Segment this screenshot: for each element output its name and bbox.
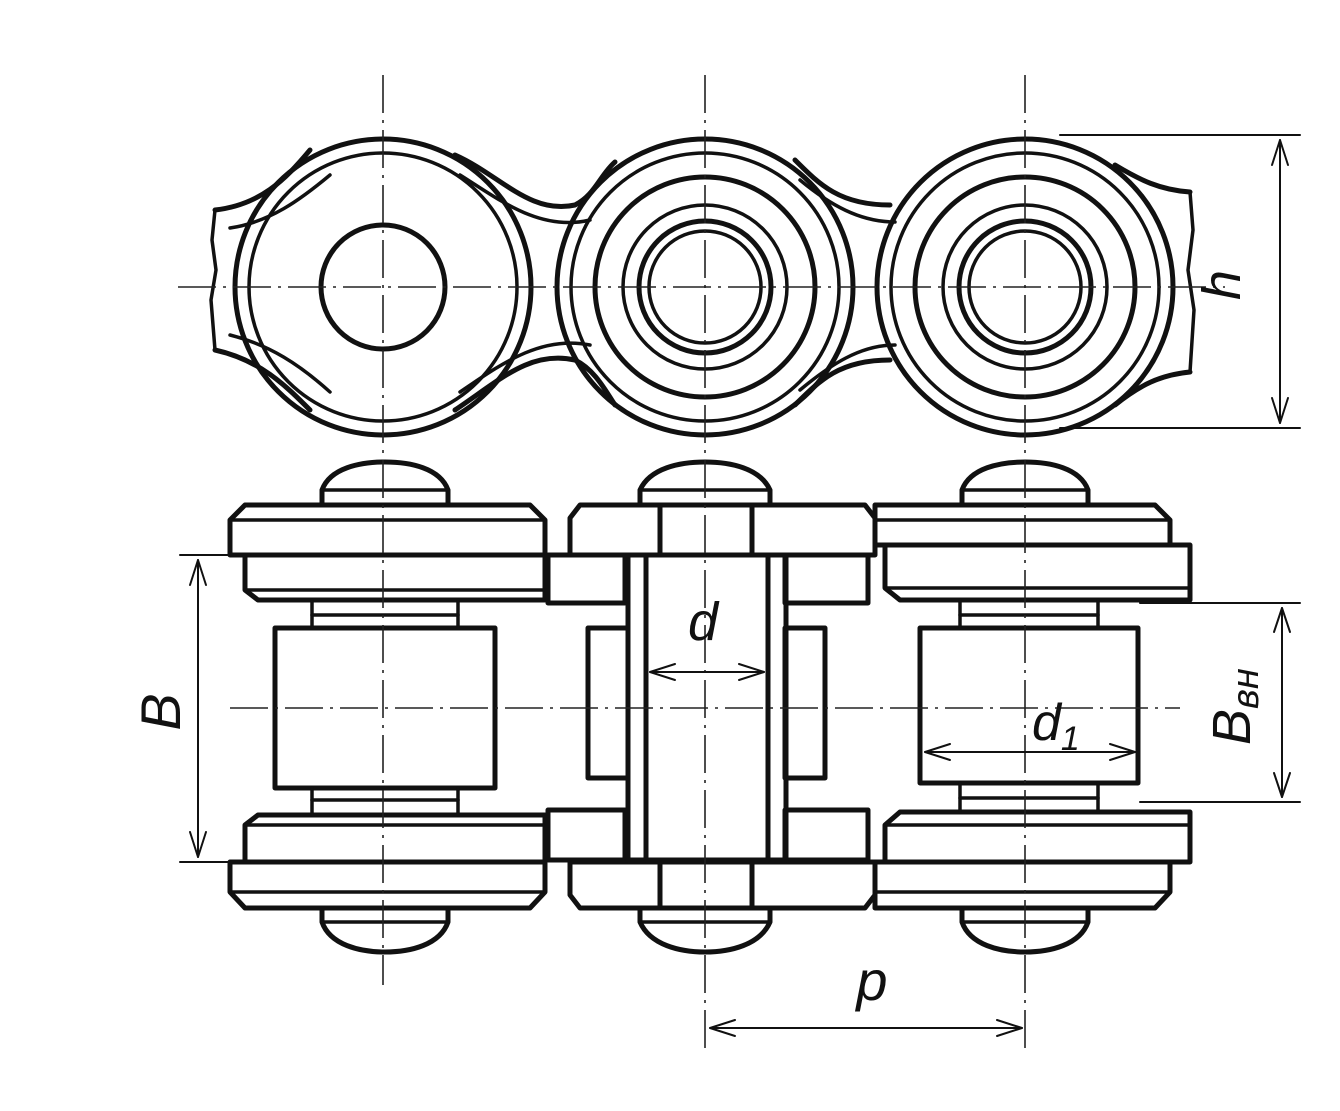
label-h: h <box>1192 270 1252 300</box>
label-p: p <box>854 949 887 1012</box>
label-d1: d1 <box>1032 694 1080 758</box>
left-inner-plate-top <box>242 552 548 603</box>
right-inner-plate-top <box>882 542 1193 603</box>
dimensions <box>179 134 1301 1037</box>
pin-head-left-top <box>319 459 451 508</box>
left-break-edge <box>209 208 218 352</box>
right-roller <box>917 625 1141 786</box>
middle-outer-plate-bottom-right <box>749 859 878 911</box>
left-inner-plate-bottom <box>242 812 548 865</box>
label-d: d <box>688 592 720 652</box>
left-outer-plate-bottom <box>227 859 548 911</box>
pin-head-left-bottom <box>319 905 451 955</box>
pin-head-middle-bottom <box>637 905 773 955</box>
label-Bvn: Bвн <box>1202 668 1267 745</box>
middle-inner-plate-bottom-right <box>782 807 871 863</box>
right-outer-plate-bottom <box>872 859 1173 911</box>
right-outer-plate-top <box>872 502 1173 548</box>
middle-inner-plate-top-left <box>545 552 628 606</box>
middle-outer-plate-bottom-left <box>567 859 663 911</box>
left-outer-plate-top <box>227 502 548 558</box>
link-plate-inner-bottom <box>228 333 897 394</box>
right-inner-plate-bottom <box>882 809 1193 865</box>
side-view <box>178 136 1225 438</box>
pin-head-right-bottom <box>959 905 1091 955</box>
middle-outer-plate-top-left <box>567 502 663 558</box>
plan-view <box>227 459 1193 955</box>
link-plate-outline-bottom <box>212 347 1193 413</box>
label-B: B <box>129 693 192 730</box>
middle-inner-plate-bottom-left <box>545 807 628 863</box>
middle-roller-left <box>585 625 631 781</box>
middle-outer-plate-top-right <box>749 502 878 558</box>
right-break-edge <box>1186 190 1196 374</box>
middle-roller-right <box>782 625 828 781</box>
middle-inner-plate-top-right <box>782 552 871 606</box>
